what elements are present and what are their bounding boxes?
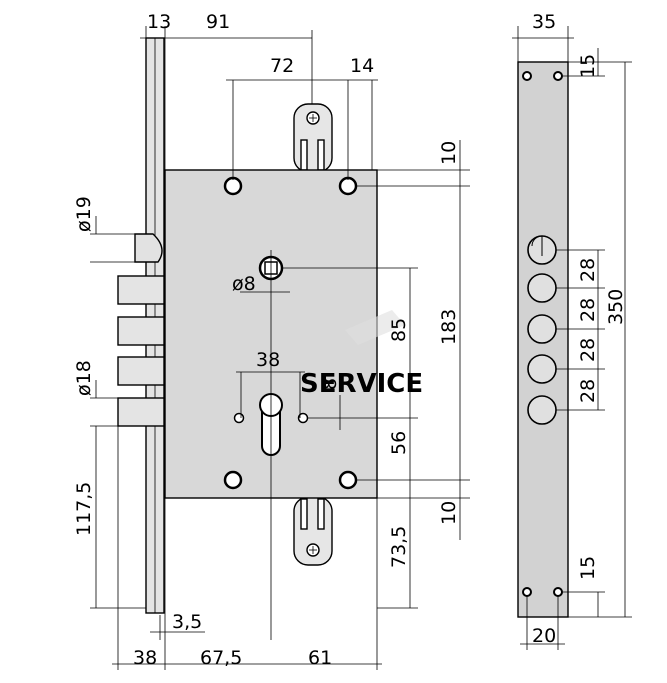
dim-inner-offset: 3,5 xyxy=(172,611,202,633)
watermark: SERVICE xyxy=(300,369,423,399)
left-dimension-lines xyxy=(90,26,470,670)
dim-backset-span: 183 xyxy=(438,309,460,345)
dim-top-width: 91 xyxy=(206,11,230,33)
dim-bolt-height: 117,5 xyxy=(73,482,95,536)
dim-bolt-throw: 38 xyxy=(133,647,157,669)
left-dimension-labels: 13 91 72 14 ø8 38 3,5 38 67,5 61 ø19 ø18… xyxy=(73,11,460,669)
dim-cylinder-to-hole: 56 xyxy=(388,431,410,455)
dim-latch-diameter: ø19 xyxy=(73,196,95,232)
face-plate-screw-holes xyxy=(522,71,563,597)
dim-cylinder-hole: 8 xyxy=(319,378,341,390)
dim-hole-edge: 14 xyxy=(350,55,374,77)
dim-cylinder-width: 38 xyxy=(256,349,280,371)
face-plate-view xyxy=(517,61,569,618)
dim-frame-offset: 13 xyxy=(147,11,171,33)
dim-hole-bottom-offset: 10 xyxy=(438,501,460,525)
dim-backset: 67,5 xyxy=(200,647,242,669)
dim-bolt-pitch-3: 28 xyxy=(577,338,599,362)
dim-faceplate-top: 15 xyxy=(577,54,599,78)
dim-bolt-pitch-1: 28 xyxy=(577,258,599,282)
dim-hole-top-offset: 10 xyxy=(438,141,460,165)
dim-bottom-right: 61 xyxy=(308,647,332,669)
dim-bolt-pitch-2: 28 xyxy=(577,298,599,322)
latch-bolt xyxy=(134,233,163,263)
right-dimension-labels: 35 20 15 15 350 28 28 28 28 xyxy=(532,11,627,647)
dim-faceplate-length: 350 xyxy=(605,289,627,325)
dim-bolt-diameter: ø18 xyxy=(73,360,95,396)
dim-bolt-pitch-4: 28 xyxy=(577,379,599,403)
dim-spindle-to-cylinder: 85 xyxy=(388,318,410,342)
dim-bottom-offset: 73,5 xyxy=(388,526,410,568)
dim-faceplate-hole-spacing: 20 xyxy=(532,625,556,647)
right-dimension-lines xyxy=(512,26,632,650)
dim-hole-spacing: 72 xyxy=(270,55,294,77)
dim-faceplate-width: 35 xyxy=(532,11,556,33)
dead-bolts xyxy=(117,275,165,427)
dim-spindle-diameter: ø8 xyxy=(232,273,256,295)
dim-faceplate-bottom: 15 xyxy=(577,556,599,580)
